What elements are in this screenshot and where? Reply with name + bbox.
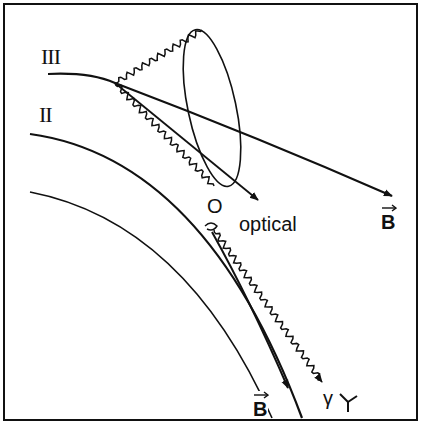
- field-line: [48, 74, 392, 196]
- photon-path: [115, 30, 202, 83]
- emission-point: [205, 223, 217, 230]
- frame: [4, 4, 417, 420]
- text-label: O: [206, 196, 224, 216]
- emission-cone: [172, 25, 252, 191]
- photon-path: [214, 230, 322, 382]
- text-label: γ: [322, 388, 334, 408]
- optical-arrow: [115, 83, 258, 200]
- vector-arrow: [253, 391, 269, 399]
- vector-label: B: [252, 391, 268, 419]
- text-label: II: [38, 104, 53, 126]
- text-label: optical: [238, 214, 298, 234]
- detector-symbol: [340, 394, 357, 412]
- text-label: III: [40, 46, 61, 68]
- vector-arrow: [381, 204, 397, 212]
- field-line: [30, 134, 302, 418]
- field-arrow: [212, 232, 288, 388]
- photon-path: [115, 83, 214, 186]
- vector-label: B: [380, 204, 396, 232]
- star-surface: [30, 192, 272, 418]
- photon-paths: [115, 30, 322, 382]
